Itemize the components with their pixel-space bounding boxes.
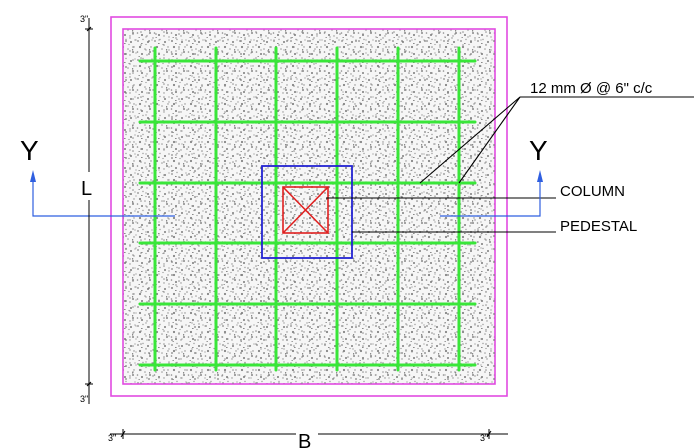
breadth-label: B bbox=[298, 431, 311, 448]
pedestal-label: PEDESTAL bbox=[560, 218, 637, 235]
rebar-leader bbox=[458, 96, 521, 184]
section-line bbox=[32, 181, 541, 217]
section-arrow-right bbox=[537, 170, 543, 182]
column-label: COLUMN bbox=[560, 183, 625, 200]
rebar-label: 12 mm Ø @ 6" c/c bbox=[530, 80, 653, 97]
cover-right-label: 3" bbox=[480, 433, 488, 443]
leader-lines bbox=[326, 96, 694, 233]
dimension-L-gap bbox=[80, 172, 100, 200]
rebar-leader bbox=[419, 96, 521, 184]
pedestal-outline bbox=[261, 165, 353, 259]
rebar-grid bbox=[138, 46, 477, 372]
column-symbol bbox=[282, 186, 329, 234]
footing-outer-outline bbox=[110, 16, 508, 397]
cover-bottom-label: 3" bbox=[80, 394, 88, 404]
section-arrow-left bbox=[30, 170, 36, 182]
dimension-B-gap bbox=[296, 426, 318, 444]
section-label-left: Y bbox=[20, 135, 39, 166]
section-label-right: Y bbox=[529, 135, 548, 166]
dimension-L bbox=[85, 18, 93, 404]
length-label: L bbox=[81, 178, 92, 200]
cover-top-label: 3" bbox=[80, 14, 88, 24]
cover-left-label: 3" bbox=[108, 433, 116, 443]
